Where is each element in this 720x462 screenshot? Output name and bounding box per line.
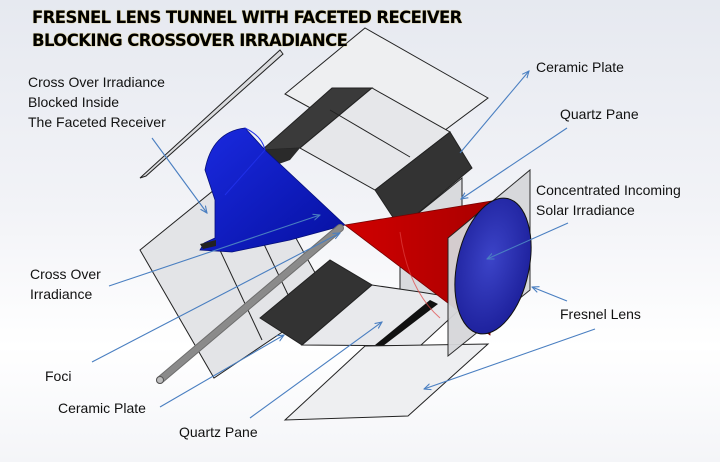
arrow-quartz-bottom (249, 322, 382, 419)
label-line: Cross Over Irradiance (28, 74, 165, 90)
label-line: The Faceted Receiver (28, 114, 166, 130)
label-line: Cross Over (30, 266, 101, 282)
label-fresnel-lens: Fresnel Lens (560, 306, 641, 322)
label-line: Blocked Inside (28, 94, 120, 110)
quartz-pane-bottom (283, 343, 490, 421)
arrow-ceramic-left (159, 335, 284, 408)
label-foci: Foci (45, 368, 72, 384)
title-line-1: FRESNEL LENS TUNNEL WITH FACETED RECEIVE… (32, 8, 462, 27)
label-ceramic-plate-top: Ceramic Plate (536, 59, 624, 75)
arrow-fresnel-bottom (424, 328, 596, 389)
label-ceramic-plate-left: Ceramic Plate (58, 400, 146, 416)
label-cross-over-irradiance: Cross Over Irradiance (30, 264, 101, 304)
callout-arrows (91, 71, 596, 419)
label-blocked-crossover: Cross Over Irradiance Blocked Inside The… (28, 72, 166, 132)
arrow-cross-over (108, 215, 320, 287)
label-line: Irradiance (30, 286, 93, 302)
label-quartz-pane-bottom: Quartz Pane (179, 424, 258, 440)
label-line: Concentrated Incoming (536, 182, 681, 198)
ceramic-plate-right (374, 131, 473, 229)
arrow-fresnel-lens (532, 287, 568, 302)
arrow-concentrated (487, 222, 569, 259)
diagram-title: FRESNEL LENS TUNNEL WITH FACETED RECEIVE… (32, 6, 462, 52)
arrow-blocked (151, 137, 207, 213)
label-line: Solar Irradiance (536, 202, 635, 218)
title-line-2: BLOCKING CROSSOVER IRRADIANCE (32, 31, 348, 50)
quartz-pane-edge-left (139, 49, 284, 179)
label-concentrated-irradiance: Concentrated Incoming Solar Irradiance (536, 180, 681, 220)
label-quartz-pane-top: Quartz Pane (560, 106, 639, 122)
arrow-quartz-top (461, 127, 568, 199)
arrow-foci (91, 233, 340, 363)
arrow-ceramic-top (459, 71, 529, 154)
fresnel-lens-disc (454, 197, 532, 335)
